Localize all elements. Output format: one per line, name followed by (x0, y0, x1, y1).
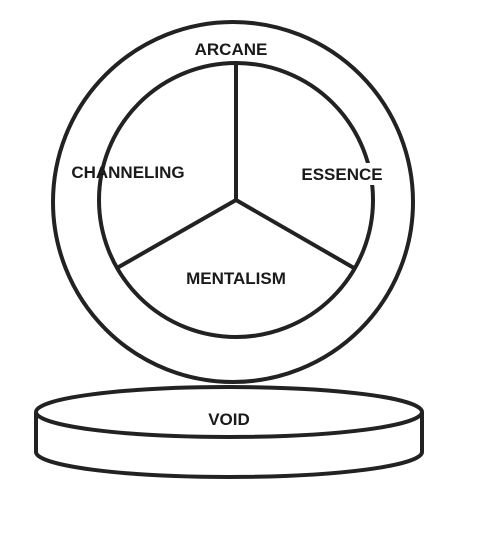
outer-circle (51, 20, 415, 384)
label-void: VOID (208, 410, 250, 429)
divider-right (235, 198, 355, 270)
label-channeling: CHANNELING (71, 163, 184, 182)
label-right-backing (296, 163, 388, 185)
label-top-backing (188, 38, 274, 60)
divider-left (116, 198, 237, 270)
void-platform-top (34, 385, 424, 439)
void-platform-side (34, 412, 424, 479)
label-arcane: ARCANE (195, 40, 268, 59)
realm-dividers (116, 63, 355, 270)
label-essence: ESSENCE (301, 165, 382, 184)
void-platform (34, 385, 424, 479)
label-mentalism: MENTALISM (186, 269, 286, 288)
